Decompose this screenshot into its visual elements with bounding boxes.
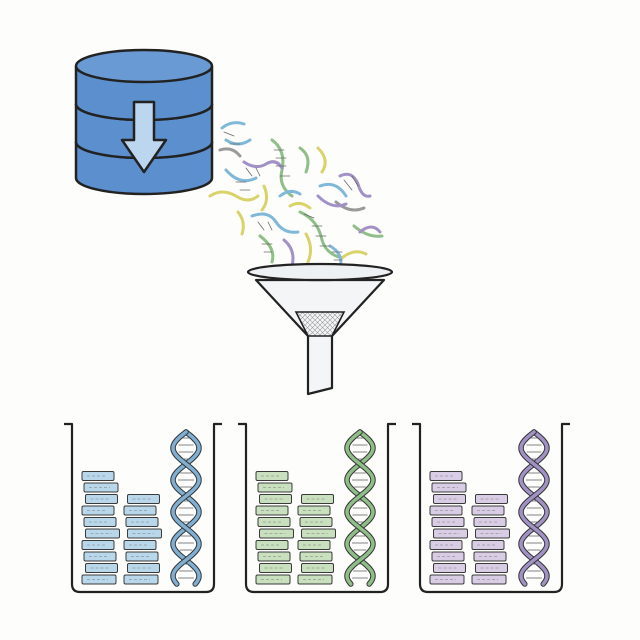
helix-strand [171,430,201,586]
bin-container [238,422,396,594]
bin-blue [64,422,222,594]
bin-container [64,422,222,594]
filter-funnel [246,262,394,396]
dna-fragments [208,121,384,270]
bin-green [238,422,396,594]
filter-mesh-icon [294,311,346,337]
output-bins [64,422,570,594]
helix-strand [345,430,375,586]
helix-strand [519,430,549,586]
bin-container [412,422,570,594]
bin-purple [412,422,570,594]
database-icon [74,48,214,196]
download-arrow-icon [120,100,168,174]
